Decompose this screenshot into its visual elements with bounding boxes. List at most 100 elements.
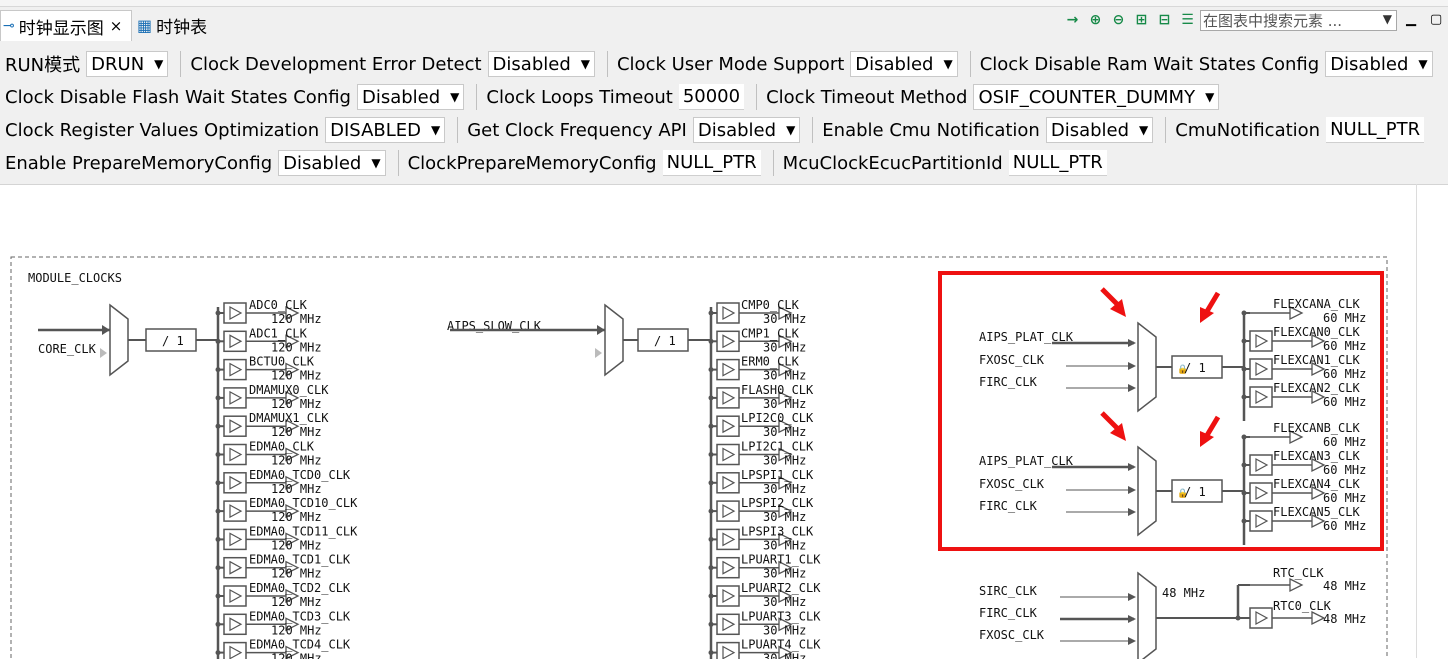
timeout-method-select[interactable]: OSIF_COUNTER_DUMMY▼	[973, 84, 1220, 110]
list-icon[interactable]: ☰	[1181, 12, 1194, 28]
core-output-freq-12: 120 MHz	[271, 652, 322, 659]
flexcan-b-input-arrow-1	[1128, 486, 1136, 494]
minimize-icon[interactable]: ▁	[1406, 12, 1416, 27]
run-mode-select[interactable]: DRUN▼	[86, 51, 169, 77]
core-gate-7[interactable]	[223, 500, 247, 522]
core-gate-12-triangle	[229, 645, 243, 659]
aips-slow-gate-5[interactable]	[716, 443, 740, 466]
aips-slow-output-freq-9: 30 MHz	[763, 567, 806, 581]
flexcan-b-out-0-arrow	[1289, 429, 1304, 445]
dev-error-detect-select[interactable]: Disabled▼	[487, 51, 595, 77]
flexcan-a-gate-2[interactable]	[1249, 358, 1273, 380]
aips-slow-gate-8[interactable]	[716, 528, 740, 551]
aips-slow-gate-7[interactable]	[716, 500, 740, 522]
flexcan-b-input-label-1: FXOSC_CLK	[979, 477, 1045, 491]
aips-slow-output-freq-5: 30 MHz	[763, 454, 806, 468]
ram-wait-states-select[interactable]: Disabled▼	[1325, 51, 1433, 77]
aips-slow-output-freq-7: 30 MHz	[763, 510, 806, 524]
core-output-name-0: ADC0_CLK	[249, 298, 308, 312]
aips-slow-gate-0[interactable]	[716, 302, 740, 324]
get-clock-frequency-select[interactable]: Disabled▼	[692, 117, 801, 143]
aips-slow-mux[interactable]	[604, 303, 624, 377]
core-gate-0-triangle	[229, 305, 243, 321]
core-mux[interactable]	[109, 303, 129, 377]
aips-slow-gate-10[interactable]	[716, 585, 740, 607]
core-junction-7	[215, 508, 221, 514]
prepare-memory-enable-select[interactable]: Disabled▼	[278, 150, 386, 176]
flexcan-b-gate-2[interactable]	[1249, 482, 1273, 504]
core-output-name-5: EDMA0_CLK	[249, 440, 315, 454]
select-value: DRUN	[91, 53, 145, 75]
flexcan-b-gate-1[interactable]	[1249, 454, 1273, 476]
core-output-name-7: EDMA0_TCD10_CLK	[249, 496, 358, 510]
divider	[180, 51, 182, 77]
rtc-gate-1[interactable]	[1249, 607, 1273, 629]
flexcan-a-mux[interactable]	[1137, 321, 1157, 413]
arrow-right-icon[interactable]: →	[1066, 12, 1079, 28]
core-gate-10[interactable]	[223, 585, 247, 607]
ecuc-partition-input[interactable]: NULL_PTR	[1008, 150, 1107, 176]
diagram-search-input[interactable]: 在图表中搜索元素 ... ▼	[1200, 10, 1397, 31]
core-gate-4[interactable]	[223, 415, 247, 437]
core-gate-10-triangle	[229, 588, 243, 604]
cmu-notification-input[interactable]: NULL_PTR	[1326, 117, 1425, 143]
core-output-freq-9: 120 MHz	[271, 567, 322, 581]
core-gate-11-triangle	[229, 617, 243, 632]
rtc-input-arrow-0	[1128, 593, 1136, 601]
aips-slow-gate-3[interactable]	[716, 387, 740, 409]
flexcan-b-junction-2	[1241, 490, 1247, 496]
maximize-icon[interactable]: ▢	[1430, 12, 1443, 27]
core-gate-11[interactable]	[223, 613, 247, 636]
register-optimization-select[interactable]: DISABLED▼	[325, 117, 446, 143]
aips-slow-gate-9[interactable]	[716, 556, 740, 579]
core-gate-8[interactable]	[223, 528, 247, 551]
layout-icon[interactable]: ⊟	[1158, 12, 1171, 28]
flexcan-b-gate-1-triangle	[1255, 457, 1269, 473]
core-gate-3[interactable]	[223, 387, 247, 409]
core-gate-0[interactable]	[223, 302, 247, 324]
flexcan-b-out-1-arrow	[1311, 457, 1326, 473]
timeout-method-label: Clock Timeout Method	[766, 86, 968, 108]
flexcan-b-gate-3[interactable]	[1249, 510, 1273, 532]
core-gate-9[interactable]	[223, 556, 247, 579]
core-gate-1[interactable]	[223, 330, 247, 353]
chevron-down-icon[interactable]: ▼	[1382, 12, 1392, 26]
aips-slow-gate-11[interactable]	[716, 613, 740, 636]
cmu-notification-enable-select[interactable]: Disabled▼	[1045, 117, 1154, 143]
select-value: Disabled	[1330, 53, 1409, 75]
prepare-memory-config-input[interactable]: NULL_PTR	[662, 150, 761, 176]
flexcan-a-output-name-0: FLEXCANA_CLK	[1273, 297, 1360, 311]
core-out-9-arrow	[285, 560, 300, 575]
flexcan-b-mux[interactable]	[1137, 445, 1157, 537]
flexcan-a-gate-3[interactable]	[1249, 386, 1273, 408]
flexcan-a-output-name-2: FLEXCAN1_CLK	[1273, 353, 1360, 367]
flexcan-a-gate-1[interactable]	[1249, 330, 1273, 352]
flash-wait-states-select[interactable]: Disabled▼	[356, 84, 465, 110]
aips-slow-gate-2[interactable]	[716, 358, 740, 381]
tab-clock-table[interactable]: ▦ 时钟表	[137, 10, 247, 40]
aips-slow-gate-6[interactable]	[716, 472, 740, 494]
flexcan-a-input-label-2: FIRC_CLK	[979, 375, 1038, 389]
flexcan-b-output-name-2: FLEXCAN4_CLK	[1273, 477, 1360, 491]
core-gate-5[interactable]	[223, 443, 247, 466]
flexcan-a-divider-label: / 1	[1184, 361, 1206, 375]
rtc-mux[interactable]	[1137, 571, 1157, 659]
aips-slow-gate-4[interactable]	[716, 415, 740, 437]
aips-slow-gate-2-triangle	[722, 362, 736, 377]
aips-slow-out-6-arrow	[778, 475, 793, 490]
core-gate-2[interactable]	[223, 358, 247, 381]
zoom-in-icon[interactable]: ⊕	[1089, 12, 1102, 28]
select-value: Disabled	[283, 152, 362, 174]
close-icon[interactable]: ×	[109, 17, 123, 35]
core-output-name-10: EDMA0_TCD2_CLK	[249, 581, 351, 595]
zoom-out-icon[interactable]: ⊖	[1112, 12, 1125, 28]
core-gate-6[interactable]	[223, 472, 247, 494]
fit-view-icon[interactable]: ⊞	[1135, 12, 1148, 28]
loops-timeout-input[interactable]: 50000	[678, 84, 745, 110]
aips-slow-gate-10-triangle	[722, 588, 736, 604]
core-out-2-arrow	[285, 362, 300, 377]
user-mode-support-select[interactable]: Disabled▼	[850, 51, 958, 77]
tab-clock-diagram[interactable]: ⊸ 时钟显示图 ×	[0, 10, 132, 41]
core-out-1-arrow	[285, 334, 300, 349]
aips-slow-gate-1[interactable]	[716, 330, 740, 353]
